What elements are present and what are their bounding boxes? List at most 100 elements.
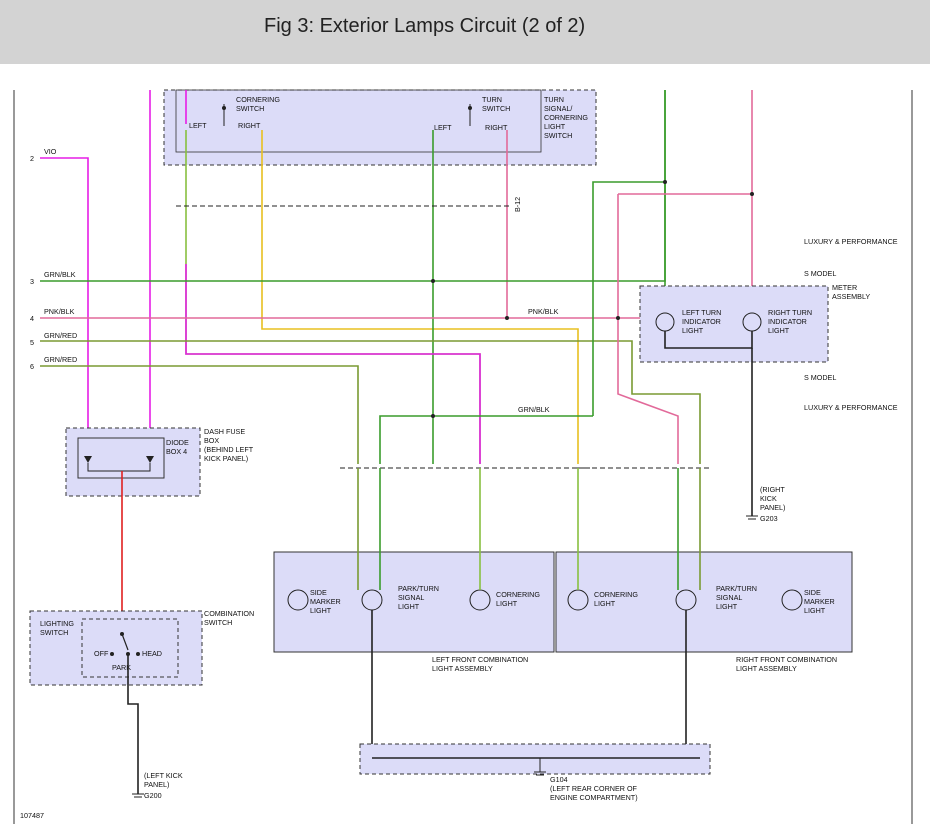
cornering-r-2: LIGHT (594, 599, 616, 608)
combination-switch-label-2: SWITCH (204, 618, 232, 627)
park-turn-l-1: PARK/TURN (398, 584, 439, 593)
park-turn-l-2: SIGNAL (398, 593, 424, 602)
diode-label-2: BOX 4 (166, 447, 187, 456)
cornering-l-1: CORNERING (496, 590, 540, 599)
wire-vio (40, 157, 89, 439)
wire-5-grn-red (40, 340, 701, 464)
left-indicator-1: LEFT TURN (682, 308, 721, 317)
wire-label-grn-blk-2: GRN/BLK (518, 405, 550, 414)
off-label: OFF (94, 649, 109, 658)
right-indicator-2: INDICATOR (768, 317, 807, 326)
junction-dot (431, 279, 435, 283)
wire-pnk-blk-right (617, 318, 679, 464)
turn-signal-label-5: SWITCH (544, 131, 572, 140)
s-model-label-1: S MODEL (804, 269, 836, 278)
diode-symbol (146, 456, 154, 463)
park-turn-r-2: SIGNAL (716, 593, 742, 602)
turn-signal-switch-box (163, 89, 597, 166)
meter-assembly-box (639, 285, 829, 363)
ground-g104: G104 (550, 775, 568, 784)
lighting-switch-label-1: LIGHTING (40, 619, 74, 628)
pin-3: 3 (30, 277, 34, 286)
luxury-label-2: LUXURY & PERFORMANCE (804, 403, 898, 412)
pin-2: 2 (30, 154, 34, 163)
left-kick-panel-2: PANEL) (144, 780, 169, 789)
left-combo-label-1: LEFT FRONT COMBINATION (432, 655, 528, 664)
g104-desc-2: ENGINE COMPARTMENT) (550, 793, 638, 802)
left-indicator-2: INDICATOR (682, 317, 721, 326)
pin-4: 4 (30, 314, 34, 323)
side-marker-r-1: SIDE (804, 588, 821, 597)
junction-dot (616, 316, 620, 320)
junction-dot (663, 180, 667, 184)
side-marker-l-1: SIDE (310, 588, 327, 597)
cornering-l-2: LIGHT (496, 599, 518, 608)
side-marker-r-3: LIGHT (804, 606, 826, 615)
right-combo-label-1: RIGHT FRONT COMBINATION (736, 655, 837, 664)
figure-number: 107487 (20, 811, 44, 820)
left-label-1: LEFT (189, 121, 207, 130)
side-marker-l-3: LIGHT (310, 606, 332, 615)
right-label-2: RIGHT (485, 123, 508, 132)
g104-connector-box (359, 743, 711, 775)
lighting-switch-blade (121, 633, 129, 651)
meter-common (664, 331, 753, 349)
ground-g200: G200 (144, 791, 162, 800)
cornering-switch-label-2: SWITCH (236, 104, 264, 113)
junction-dot (431, 414, 435, 418)
wire-label-grn-red-2: GRN/RED (44, 355, 77, 364)
lighting-switch-label-2: SWITCH (40, 628, 68, 637)
switch-inner-frame (175, 89, 542, 153)
side-marker-bulb-right (781, 589, 803, 611)
diode-symbol (84, 456, 92, 463)
switch-contact-off (110, 652, 114, 656)
diode-link (87, 463, 151, 472)
turn-signal-label-2: SIGNAL/ (544, 104, 572, 113)
wire-6-grn-red (40, 365, 359, 464)
left-kick-panel-1: (LEFT KICK (144, 771, 183, 780)
wire-vio-2 (185, 264, 481, 464)
page-title: Fig 3: Exterior Lamps Circuit (2 of 2) (264, 15, 586, 37)
switch-pivot (468, 106, 472, 110)
switch-pivot (222, 106, 226, 110)
park-turn-r-3: LIGHT (716, 602, 738, 611)
side-marker-r-2: MARKER (804, 597, 835, 606)
turn-signal-label-4: LIGHT (544, 122, 566, 131)
wire-grn-yel (185, 130, 481, 464)
header-bar: Fig 3: Exterior Lamps Circuit (2 of 2) (0, 0, 930, 64)
s-model-label-2: S MODEL (804, 373, 836, 382)
left-combo-label-2: LIGHT ASSEMBLY (432, 664, 493, 673)
pin-6: 6 (30, 362, 34, 371)
junction-dot (750, 192, 754, 196)
left-label-2: LEFT (434, 123, 452, 132)
left-front-combination-light (273, 551, 555, 653)
turn-signal-label: TURN (544, 95, 564, 104)
meter-label-2: ASSEMBLY (832, 292, 870, 301)
right-kick-panel-1: (RIGHT (760, 485, 785, 494)
wire-label-grn-blk: GRN/BLK (44, 270, 76, 279)
cornering-r-1: CORNERING (594, 590, 638, 599)
side-marker-bulb-left (287, 589, 309, 611)
wire-label-grn-red: GRN/RED (44, 331, 77, 340)
turn-switch-label: TURN (482, 95, 502, 104)
wire-blk-g200 (127, 654, 139, 794)
pin-5: 5 (30, 338, 34, 347)
right-front-combination-light (555, 551, 853, 653)
lighting-switch-box (81, 618, 179, 678)
switch-contact-head (136, 652, 140, 656)
wiring-diagram: CORNERING SWITCH TURN SWITCH TURN SIGNAL… (13, 89, 913, 824)
g104-desc-1: (LEFT REAR CORNER OF (550, 784, 638, 793)
right-indicator-3: LIGHT (768, 326, 790, 335)
dash-fuse-label-1: DASH FUSE (204, 427, 245, 436)
luxury-label-1: LUXURY & PERFORMANCE (804, 237, 898, 246)
turn-signal-label-3: CORNERING (544, 113, 588, 122)
meter-label-1: METER (832, 283, 857, 292)
left-indicator-3: LIGHT (682, 326, 704, 335)
wire-grn-blk-left (379, 415, 593, 464)
head-label: HEAD (142, 649, 162, 658)
dash-fuse-label-3: (BEHIND LEFT (204, 445, 254, 454)
diode-label-1: DIODE (166, 438, 189, 447)
right-indicator-1: RIGHT TURN (768, 308, 812, 317)
wire-grn-blk-meter (592, 90, 666, 416)
right-combo-label-2: LIGHT ASSEMBLY (736, 664, 797, 673)
